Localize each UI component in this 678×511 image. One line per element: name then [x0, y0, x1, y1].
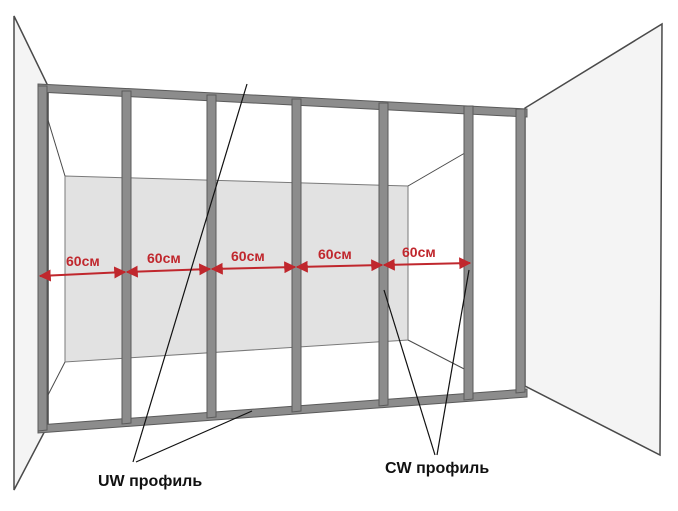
dimension-label: 60см: [318, 246, 352, 262]
uw-track-bottom: [37, 388, 528, 434]
right-wall: [524, 22, 663, 457]
dimension-arrow: [125, 263, 212, 278]
cw-stud: [206, 94, 217, 419]
dimension-arrow: [382, 257, 472, 271]
cw-leader-line: [383, 289, 436, 456]
dimension-label: 60см: [231, 248, 265, 264]
dimension-arrow: [38, 266, 127, 282]
dimension-arrow: [295, 259, 384, 273]
cw-stud: [121, 90, 132, 425]
uw-profile-label: UW профиль: [98, 473, 202, 490]
cw-stud: [463, 105, 474, 401]
dimension-label: 60см: [66, 253, 100, 269]
uw-leader-line: [135, 410, 253, 463]
cw-stud: [291, 98, 302, 413]
uw-leader-line: [132, 83, 248, 463]
cw-stud: [378, 102, 389, 407]
cw-stud: [37, 85, 48, 432]
dimension-arrow: [210, 261, 297, 275]
dimension-label: 60см: [147, 250, 181, 266]
uw-track-top: [37, 83, 528, 118]
cw-leader-line: [436, 269, 470, 456]
cw-stud: [515, 108, 526, 394]
dimension-label: 60см: [402, 244, 436, 260]
cw-profile-label: CW профиль: [385, 460, 489, 477]
